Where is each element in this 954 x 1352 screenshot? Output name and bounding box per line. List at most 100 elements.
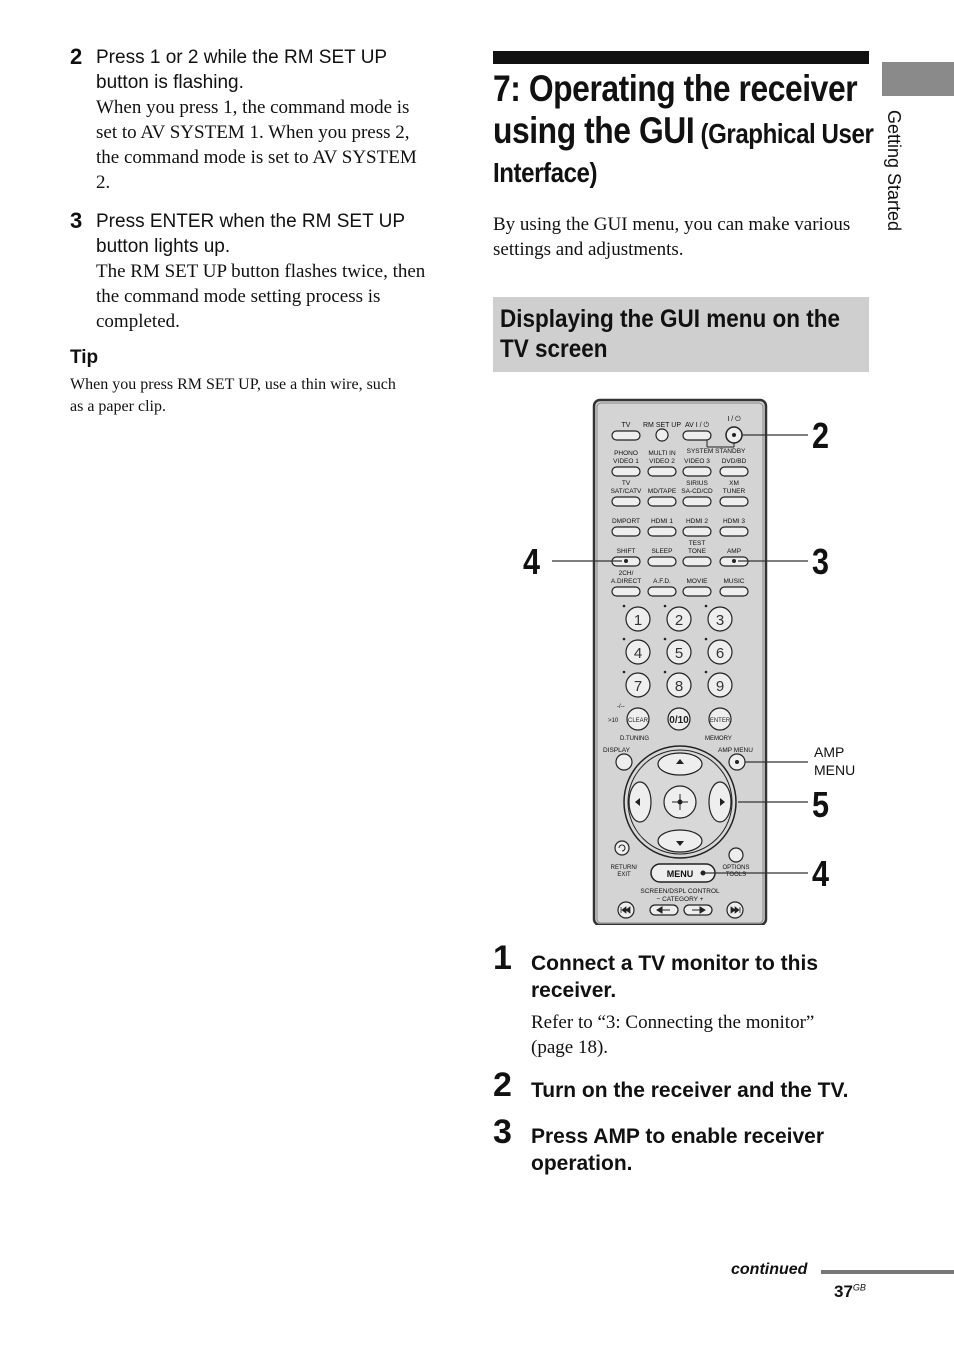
remote-control-illustration: TV RM SET UP AV I / ⏻ I / ⏻ PHONO MULTI … <box>552 398 808 925</box>
label-video1: VIDEO 1 <box>613 458 639 465</box>
subsection-heading-box <box>493 297 869 372</box>
label-sirius: SIRIUS <box>686 480 708 487</box>
tip-line2: as a paper clip. <box>70 398 166 415</box>
label-options: OPTIONS <box>722 865 749 871</box>
sat-catv-button <box>611 496 641 507</box>
step-2-heading-line2: button is flashing. <box>96 72 244 93</box>
hdmi2-button <box>682 526 712 537</box>
digit-1-label: 1 <box>634 612 642 629</box>
label-video2: VIDEO 2 <box>649 458 675 465</box>
intro-line2: settings and adjustments. <box>493 239 684 260</box>
sleep-button <box>647 556 677 567</box>
label-exit: EXIT <box>617 872 631 878</box>
digit-6-label: 6 <box>716 645 724 662</box>
digit-7-button <box>625 672 651 698</box>
label-test: TEST <box>689 540 706 547</box>
callout-3: 3 <box>812 541 830 582</box>
label-dash: -/-- <box>617 704 625 710</box>
tv-button <box>611 430 641 441</box>
label-music: MUSIC <box>724 578 745 585</box>
label-hdmi1: HDMI 1 <box>651 518 673 525</box>
step-2-body-line2: set to AV SYSTEM 1. When you press 2, <box>96 122 410 143</box>
return-icon <box>618 844 626 852</box>
section-title-line3: Interface) <box>493 157 598 188</box>
label-tuner: TUNER <box>723 488 746 495</box>
arrow-left-icon <box>635 798 640 806</box>
display-button <box>615 753 633 771</box>
dmport-button <box>611 526 641 537</box>
key-label-power: I / ⏻ <box>727 415 741 423</box>
digit-5-label: 5 <box>675 645 683 662</box>
title-rule <box>493 51 869 64</box>
digit-2-button <box>666 606 692 632</box>
right-step-number-1: 1 <box>493 939 512 977</box>
sacd-cd-button <box>682 496 712 507</box>
step-2-body-line3: the command mode is set to AV SYSTEM <box>96 147 417 168</box>
label-screen-dspl-control: SCREEN/DSPL CONTROL <box>640 888 720 895</box>
av-power-button <box>682 430 712 441</box>
tuner-button <box>719 496 749 507</box>
right-step-1-body-line2: (page 18). <box>531 1037 609 1058</box>
step-3-heading-line2: button lights up. <box>96 236 231 257</box>
arrow-up-icon <box>676 759 684 764</box>
label-amp-menu: AMP MENU <box>718 747 753 754</box>
right-step-number-2: 2 <box>493 1066 512 1104</box>
right-step-1-heading-line1: Connect a TV monitor to this <box>531 952 818 975</box>
label-multi-in: MULTI IN <box>648 450 676 457</box>
video2-button <box>647 466 677 477</box>
label-hdmi3: HDMI 3 <box>723 518 745 525</box>
step-number-2: 2 <box>70 44 83 69</box>
a-direct-button <box>611 586 641 597</box>
clear-button <box>626 707 650 731</box>
label-sat-catv: SAT/CATV <box>611 488 642 495</box>
next-track-icon <box>730 906 741 914</box>
options-tools-button <box>728 847 744 863</box>
label-sacd-cd: SA-CD/CD <box>681 488 713 495</box>
label-tone: TONE <box>688 548 707 555</box>
arrow-right-icon <box>720 798 725 806</box>
digit-6-button <box>707 639 733 665</box>
digit-3-label: 3 <box>716 612 724 629</box>
category-left-icon <box>656 906 670 914</box>
label-dmport: DMPORT <box>612 518 640 525</box>
key-label-rm-setup: RM SET UP <box>643 422 681 429</box>
hdmi3-button <box>719 526 749 537</box>
step-3-body-line1: The RM SET UP button flashes twice, then <box>96 261 426 282</box>
step-3-heading-line1: Press ENTER when the RM SET UP <box>96 211 406 232</box>
enter-label: ENTER <box>710 718 731 724</box>
digit-9-button <box>707 672 733 698</box>
intro-line1: By using the GUI menu, you can make vari… <box>493 214 851 235</box>
right-step-number-3: 3 <box>493 1113 512 1151</box>
test-tone-button <box>682 556 712 567</box>
digit-8-button <box>666 672 692 698</box>
continued-label: continued <box>731 1261 808 1278</box>
label-shift: SHIFT <box>617 548 636 555</box>
tip-title: Tip <box>70 347 99 368</box>
movie-button <box>682 586 712 597</box>
label-tools: TOOLS <box>726 872 746 878</box>
callout-2: 2 <box>812 415 830 456</box>
digit-3-button <box>707 606 733 632</box>
digit-8-label: 8 <box>675 678 683 695</box>
menu-label: MENU <box>667 869 694 879</box>
return-exit-button <box>614 840 630 856</box>
subsection-heading-line2: TV screen <box>500 335 608 363</box>
right-step-1-body-line1: Refer to “3: Connecting the monitor” <box>531 1012 815 1033</box>
continued-rule <box>821 1270 954 1274</box>
digit-5-button <box>666 639 692 665</box>
side-tab-marker <box>882 62 954 96</box>
label-category: − CATEGORY + <box>657 896 704 903</box>
digit-7-label: 7 <box>634 678 642 695</box>
right-step-3-heading-line1: Press AMP to enable receiver <box>531 1125 824 1148</box>
digit-2-label: 2 <box>675 612 683 629</box>
side-tab-label: Getting Started <box>884 110 904 232</box>
step-2-heading-line1: Press 1 or 2 while the RM SET UP <box>96 47 388 68</box>
digit-1-button <box>625 606 651 632</box>
label-a-direct: A.DIRECT <box>611 578 641 585</box>
afd-button <box>647 586 677 597</box>
section-title-line1: 7: Operating the receiver <box>493 68 858 109</box>
step-2-body-line4: 2. <box>96 172 111 193</box>
label-afd: A.F.D. <box>653 578 671 585</box>
label-return: RETURN/ <box>611 865 638 871</box>
label-hdmi2: HDMI 2 <box>686 518 708 525</box>
